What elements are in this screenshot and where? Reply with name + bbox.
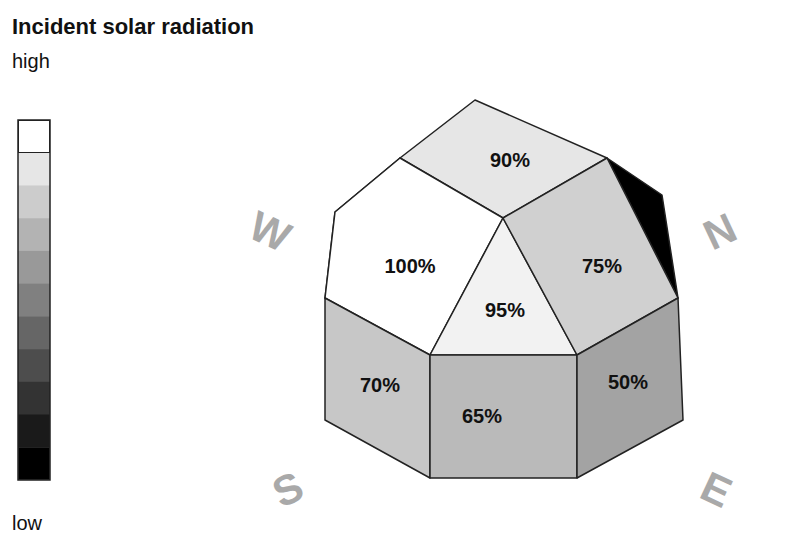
face-polygon <box>430 355 577 478</box>
legend-cell <box>18 218 50 251</box>
face-region: 70% <box>325 298 430 478</box>
face-shape <box>430 355 577 478</box>
face-region: 50% <box>577 298 683 478</box>
legend-cell <box>18 349 50 382</box>
compass-letter: S <box>265 462 311 517</box>
compass-letter: W <box>242 202 298 262</box>
legend-swatch <box>18 120 50 153</box>
legend-cell <box>18 153 50 186</box>
face-polygon <box>577 298 683 478</box>
chart-title: Incident solar radiation <box>12 14 254 40</box>
legend-bar <box>18 120 50 480</box>
legend-cell <box>18 415 50 448</box>
legend-cell <box>18 382 50 415</box>
percent-value: 70% <box>360 374 400 397</box>
percent-value: 95% <box>485 299 525 322</box>
legend-swatch <box>18 447 50 480</box>
percent-value: 100% <box>384 255 435 278</box>
legend-label: low <box>12 512 42 535</box>
percent-value: 50% <box>608 371 648 394</box>
face-polygon <box>325 298 430 478</box>
legend-label: high <box>12 50 50 73</box>
percent-value: 75% <box>582 255 622 278</box>
legend-cell <box>18 284 50 317</box>
percent-value: 65% <box>462 405 502 428</box>
legend-cell <box>18 185 50 218</box>
compass-letter: N <box>696 204 744 260</box>
legend-cell <box>18 316 50 349</box>
compass-letter: E <box>693 462 739 517</box>
percent-value: 90% <box>490 149 530 172</box>
legend-frame <box>18 120 50 480</box>
legend-cell <box>18 251 50 284</box>
face-region: 65% <box>430 355 577 478</box>
